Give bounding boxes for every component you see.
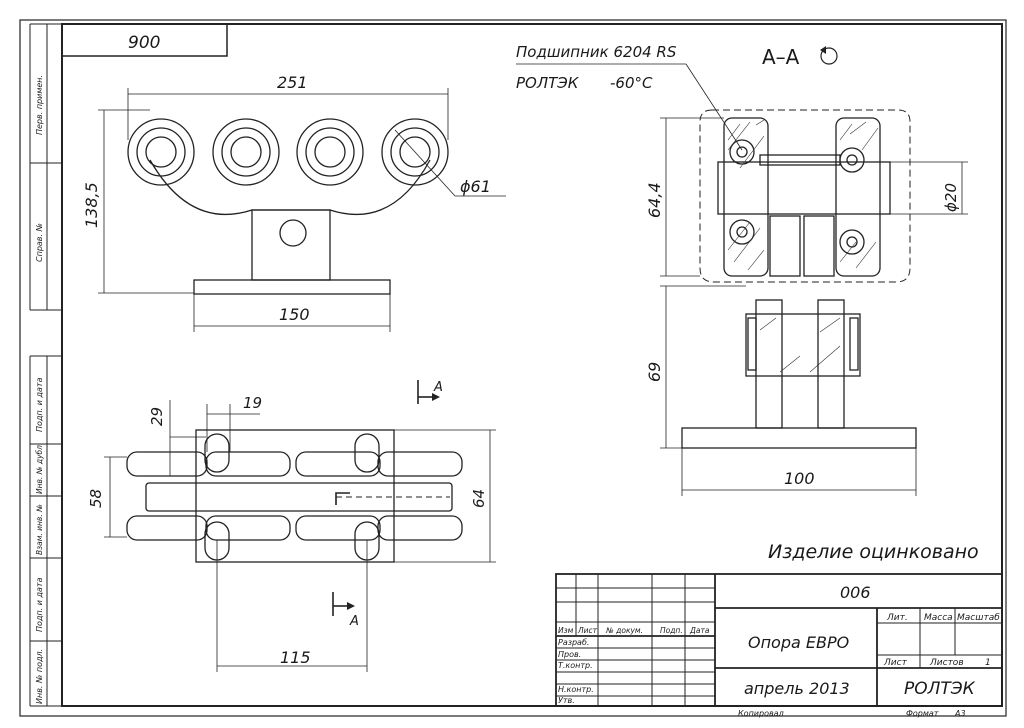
dim-115: 115 — [280, 648, 311, 667]
tb-name: Опора ЕВРО — [748, 633, 849, 652]
dim-phi-61: ϕ61 — [460, 177, 491, 196]
copied-label: Копировал — [738, 709, 784, 718]
section-arrow-bottom — [347, 602, 355, 610]
dim-251: 251 — [277, 73, 308, 92]
dim-100: 100 — [784, 469, 815, 488]
dim-64-4: 64,4 — [645, 182, 664, 218]
wheel-4 — [381, 118, 449, 186]
section-hatching — [727, 119, 879, 373]
tb-designation: 006 — [840, 583, 871, 602]
bearing-maker: РОЛТЭК — [516, 74, 580, 92]
wheel-1 — [127, 118, 195, 186]
stamp-number: 900 — [128, 33, 160, 53]
tb-role-tkontr: Т.контр. — [558, 661, 593, 670]
stamp-box — [61, 23, 228, 57]
tb-lit: Лит. — [886, 613, 908, 623]
section-cut-mark — [332, 380, 432, 616]
dim-19: 19 — [243, 394, 262, 412]
section-mark-bottom: A — [349, 614, 359, 629]
bearing-leader — [685, 63, 743, 151]
front-dims — [98, 88, 506, 332]
title-block — [555, 573, 1003, 707]
format-label: Формат — [906, 709, 939, 718]
section-arrow-top — [432, 393, 440, 401]
side-margin-strip — [29, 23, 62, 707]
dim-phi-20: ϕ20 — [942, 183, 960, 212]
tb-role-prov: Пров. — [558, 650, 581, 659]
tb-sheets: Листов — [929, 658, 964, 668]
format-value: А3 — [954, 709, 966, 718]
wheel-2 — [212, 118, 280, 186]
margin-label-inv-podl: Инв. № подл. — [35, 649, 44, 704]
section-title: A–A — [762, 45, 800, 69]
wheel-3 — [296, 118, 364, 186]
margin-label-inv-dubl: Инв. № дубл. — [35, 443, 44, 494]
front-view — [127, 118, 449, 295]
margin-label-podp2: Подп. и дата — [35, 577, 44, 632]
inner-frame — [61, 23, 1003, 707]
section-dims — [660, 117, 968, 496]
bearing-temp: -60°C — [610, 74, 653, 92]
margin-label-perv: Перв. примен. — [35, 75, 44, 135]
dim-150: 150 — [279, 305, 310, 324]
tb-role-utv: Утв. — [558, 696, 575, 705]
tb-role-nkontr: Н.контр. — [558, 685, 594, 694]
margin-label-sprav: Справ. № — [35, 223, 44, 262]
view-rotated-icon — [820, 47, 838, 65]
tb-company: РОЛТЭК — [904, 679, 976, 699]
tb-scale: Масштаб — [957, 613, 1000, 623]
rotation-arrow-icon — [820, 46, 826, 54]
section-mark-top: A — [433, 380, 443, 395]
tb-col-docnum: № докум. — [605, 626, 643, 635]
dim-58: 58 — [87, 489, 105, 508]
dim-64: 64 — [470, 489, 488, 508]
tb-mass: Масса — [924, 613, 953, 623]
tb-col-list: Лист — [577, 626, 598, 635]
tb-col-podp: Подп. — [660, 626, 683, 635]
plan-dims — [104, 400, 496, 672]
dim-69: 69 — [645, 362, 664, 382]
tb-sheet: Лист — [883, 658, 908, 668]
section-view — [681, 109, 917, 449]
tb-col-izm: Изм — [558, 626, 574, 635]
tb-col-data: Дата — [689, 626, 710, 635]
bearing-label: Подшипник 6204 RS — [516, 43, 677, 61]
tb-date: апрель 2013 — [744, 679, 850, 698]
margin-label-vzam: Взам. инв. № — [35, 504, 44, 555]
galvanized-note: Изделие оцинковано — [768, 541, 979, 563]
dim-29: 29 — [148, 407, 166, 426]
plan-view — [126, 429, 463, 563]
dim-138-5: 138,5 — [82, 182, 101, 228]
tb-sheets-value: 1 — [985, 658, 991, 668]
tb-role-razrab: Разраб. — [558, 638, 589, 647]
margin-label-podp1: Подп. и дата — [35, 377, 44, 432]
outer-frame — [19, 19, 1007, 717]
